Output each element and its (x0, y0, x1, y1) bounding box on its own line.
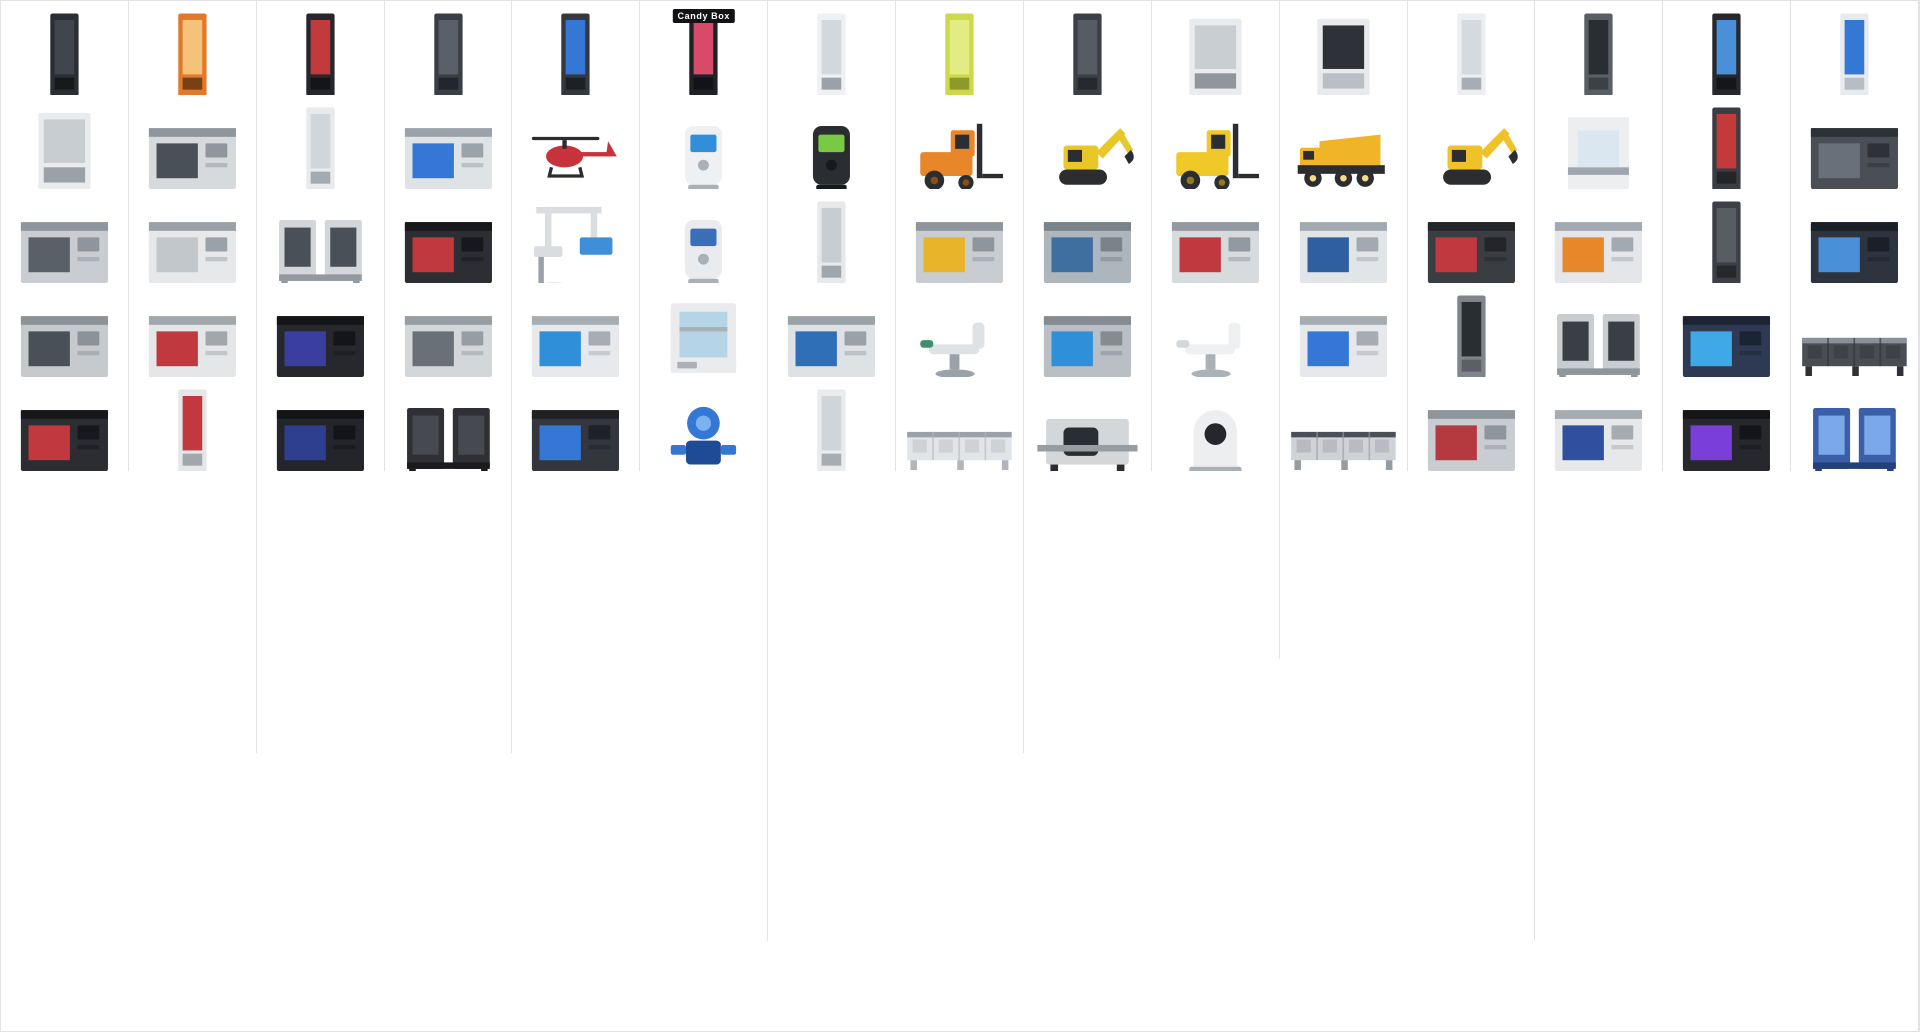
white-filling-line-image (907, 431, 1012, 471)
grid-row-10: XCS (1, 847, 1919, 1031)
white-smart-locker-image (817, 13, 846, 101)
lab-fume-hood-image (1568, 117, 1630, 192)
gray-screen-kiosk-image (1456, 295, 1486, 383)
blue-white-cnc-machine-image (404, 128, 492, 195)
black-blue-glass-machine-image (276, 410, 364, 477)
blue-module-machines-image (1813, 407, 1896, 475)
grid-row-4 (1, 283, 1919, 396)
yellow-dump-truck-image (1297, 134, 1385, 187)
gray-compact-machines-image (1557, 313, 1641, 381)
black-blue-cnc-lathe-image (276, 316, 364, 383)
ultrasound-cart-image (685, 219, 723, 285)
grid-row-1: Candy Box (1, 1, 1919, 114)
blue-window-machine-image (1043, 222, 1131, 289)
candy-box-vending-machine-image (689, 13, 718, 101)
dark-cabinet-blue-trim-image (561, 13, 591, 101)
gray-hopper-machine-image (404, 316, 492, 383)
gray-window-machine-image (20, 316, 108, 383)
yellow-robotic-loader-image (1059, 128, 1134, 185)
jinrun-extrusion-line-image (10, 948, 1909, 1032)
red-white-machine-image (148, 316, 236, 383)
grid-row-6: DEMAX (1, 471, 1919, 815)
yellow-dump-truck (1279, 95, 1408, 208)
orange-pallet-stacker-image (920, 123, 1004, 191)
white-kiosk-tower-image (817, 201, 846, 289)
gray-kiosk-machine-image (1584, 13, 1613, 101)
grid-row-9 (1, 753, 1919, 1031)
grid-row-5 (1, 377, 1919, 490)
gray-compact-line-image (1290, 431, 1396, 471)
white-compartment-cabinet-image (1189, 18, 1242, 100)
black-switchgear-cabinets-image (406, 407, 490, 475)
blue-flow-meter-image (671, 406, 737, 465)
grid-row-11: JINRUNJINRUNJINRUN (1, 941, 1919, 1032)
red-helicopter-drone-image (532, 136, 618, 178)
surgical-operating-table-image (920, 322, 985, 379)
black-purple-laser-marker-image (1683, 410, 1771, 477)
blue-white-dispenser-image (1840, 13, 1869, 101)
yellow-forklift-image (1176, 123, 1259, 191)
yellow-gray-press-image (915, 222, 1004, 289)
blue-panel-machine-image (788, 316, 876, 383)
white-blue-cab-machine-image (1299, 222, 1387, 289)
gray-twin-cabinets-image (278, 219, 362, 287)
grid-row-8: HANSLASERTi (1, 659, 1919, 1031)
dark-long-machine-image (1802, 337, 1907, 377)
dark-glass-door-fridge-image (433, 13, 463, 101)
gray-red-machine-image (1427, 410, 1515, 477)
xray-baggage-scanner-image (1037, 418, 1138, 475)
grid-row-7: ODIN (1, 565, 1919, 909)
brand-label: Candy Box (672, 8, 735, 23)
black-screen-machine-image (1712, 13, 1741, 101)
white-black-ice-machine-image (1316, 18, 1370, 100)
dark-blue-rack-system-image (1811, 222, 1899, 289)
dark-blue-accent-machine-image (532, 410, 620, 477)
blue-concept-machine-image (1683, 316, 1771, 383)
medical-ceiling-pendant-image (532, 206, 613, 291)
dark-locker-cabinet-image (1073, 13, 1102, 101)
white-orange-cnc-machine-image (1555, 222, 1643, 289)
dark-tall-enclosure-image (1712, 201, 1741, 289)
jinrun-extrusion-line: JINRUNJINRUNJINRUN (1, 941, 1919, 1032)
gray-industrial-cabinet-image (1811, 128, 1899, 195)
grid-row-3 (1, 189, 1919, 302)
white-agv-robot-image (685, 125, 723, 191)
white-blue-stripe-machine-image (1555, 410, 1643, 477)
grid-row-2 (1, 95, 1919, 208)
white-scanner-pod-image (1189, 410, 1242, 474)
white-upright-freezer-image (1456, 13, 1486, 101)
white-dental-chair-image (1176, 322, 1241, 379)
blue-white-fluid-machine-image (532, 316, 620, 383)
white-door-machine-image (148, 222, 236, 289)
gray-cnc-machining-center-image (148, 128, 236, 195)
white-drawer-cabinet-image (38, 112, 91, 194)
red-accent-lathe-image (20, 410, 108, 477)
dark-red-window-machine-image (1427, 222, 1515, 289)
red-black-cnc-lathe-image (404, 222, 492, 289)
white-blue-machine-image (1299, 316, 1387, 383)
lime-battery-cabinet-image (945, 13, 974, 101)
red-window-cnc-machine-image (1171, 222, 1259, 289)
red-black-vending-machine-image (306, 13, 335, 101)
gray-panel-machine-image (20, 222, 108, 289)
black-vending-machine-image (50, 13, 79, 101)
gray-blue-machine-image (1043, 316, 1131, 383)
orange-vending-machine-image (178, 13, 207, 101)
yellow-excavator-image (1442, 128, 1518, 185)
white-frame-3d-printer-image (671, 303, 737, 373)
green-black-robot-image (813, 125, 851, 191)
white-tall-cabinet-image (306, 107, 335, 195)
red-column-vending-machine-image (1712, 107, 1741, 195)
red-white-tower-machine-image (178, 389, 207, 477)
white-filling-tower-image (817, 389, 846, 477)
